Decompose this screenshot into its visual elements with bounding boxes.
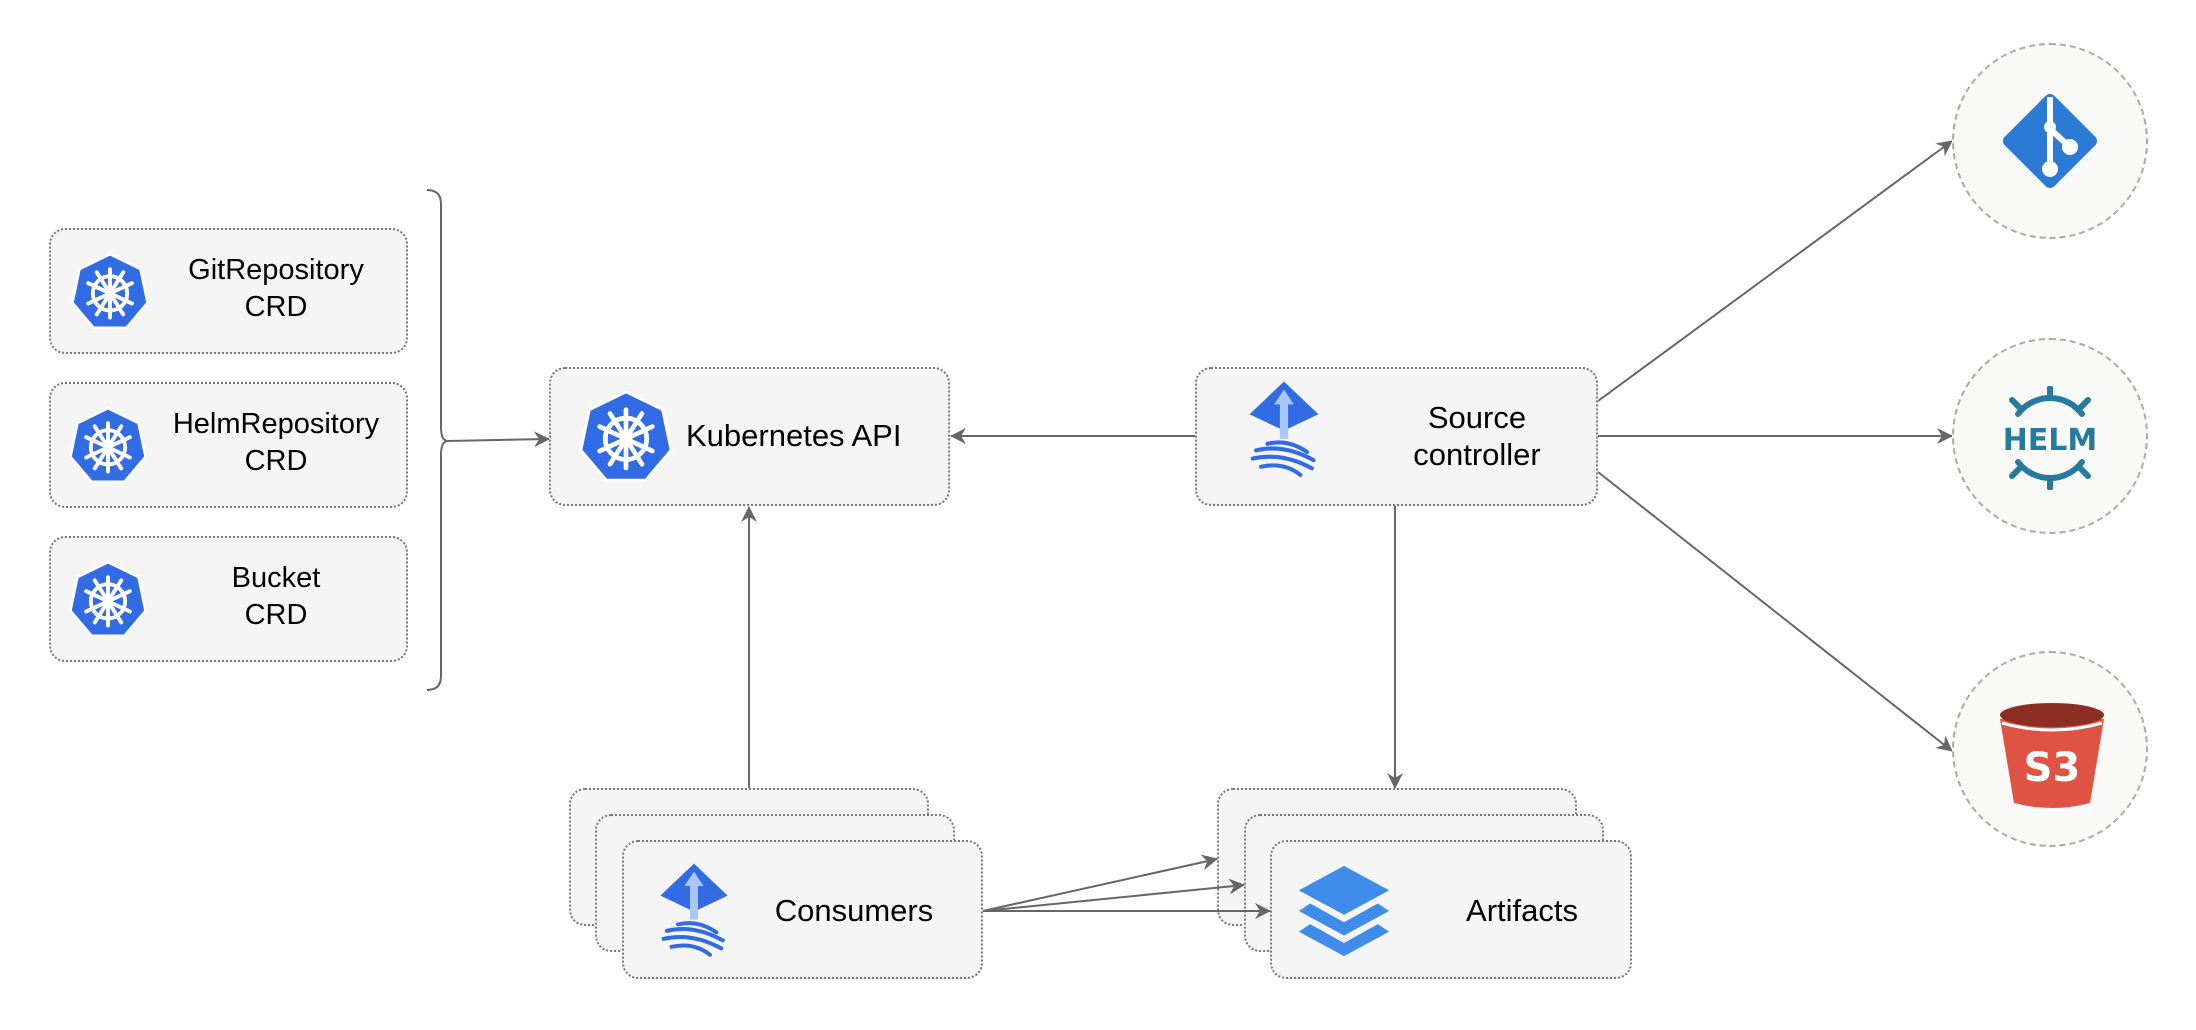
crd-name: Bucket: [231, 562, 321, 594]
artifacts-node[interactable]: Artifacts: [1270, 840, 1632, 979]
s3-text: S3: [2024, 745, 2081, 791]
helm-source[interactable]: HELM: [1952, 338, 2148, 534]
crd-name: GitRepository: [188, 254, 364, 286]
helm-icon: HELM: [2003, 386, 2098, 490]
kubernetes-icon: [579, 389, 673, 483]
arrow-source-controller-to-git: [1597, 140, 1953, 402]
crd-gitrepository[interactable]: GitRepository CRD: [49, 228, 408, 354]
flux-icon: [1243, 379, 1325, 479]
crd-kind: CRD: [244, 445, 308, 477]
consumers-label: Consumers: [774, 893, 934, 928]
consumers-node[interactable]: Consumers: [622, 840, 983, 979]
kubernetes-icon: [69, 406, 147, 484]
layers-icon: [1296, 864, 1392, 958]
kubernetes-icon: [71, 252, 149, 330]
artifacts-label: Artifacts: [1466, 893, 1578, 928]
git-icon: [2002, 93, 2098, 189]
crd-brace: [426, 189, 449, 691]
crd-helmrepository[interactable]: HelmRepository CRD: [49, 382, 408, 508]
crd-bucket[interactable]: Bucket CRD: [49, 536, 408, 662]
source-controller-line1: Source: [1427, 400, 1527, 435]
arrow-source-controller-to-s3: [1597, 471, 1953, 752]
s3-icon: S3: [2000, 703, 2104, 808]
source-controller-node[interactable]: Source controller: [1195, 367, 1598, 506]
kubernetes-icon: [69, 560, 147, 638]
kubernetes-api-node[interactable]: Kubernetes API: [549, 367, 950, 506]
git-source[interactable]: [1952, 43, 2148, 239]
arrow-crds-to-kubernetes-api: [447, 431, 550, 448]
s3-source[interactable]: S3: [1952, 651, 2148, 847]
crd-kind: CRD: [244, 291, 308, 323]
flux-icon: [654, 854, 734, 966]
crd-kind: CRD: [244, 599, 308, 631]
crd-name: HelmRepository: [172, 408, 380, 440]
helm-text: HELM: [2003, 423, 2098, 458]
source-controller-line2: controller: [1413, 437, 1541, 472]
kubernetes-api-label: Kubernetes API: [686, 418, 902, 453]
